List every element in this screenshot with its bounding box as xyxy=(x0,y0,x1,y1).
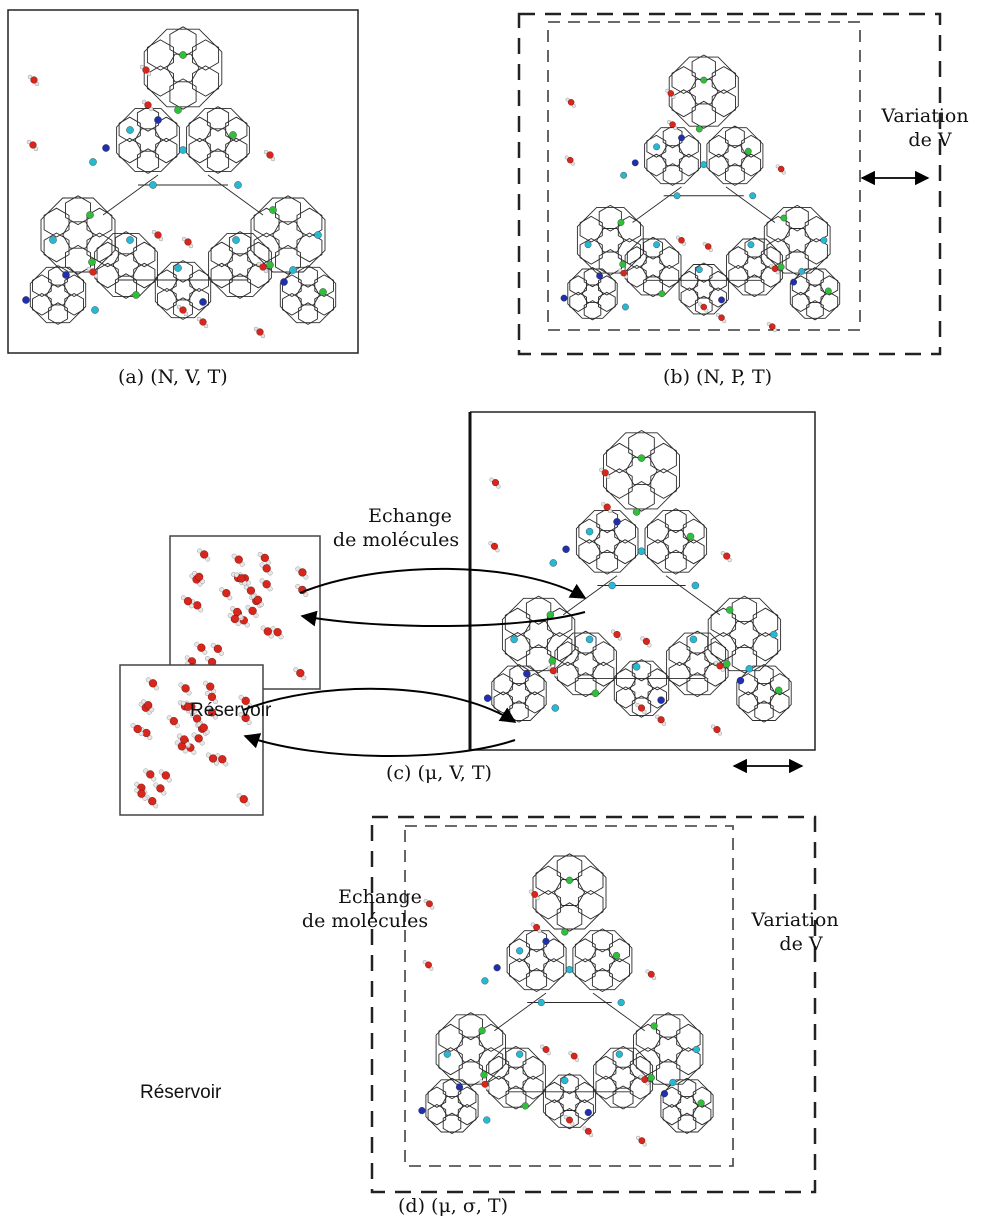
zeolite-structure-d xyxy=(418,853,714,1147)
exchange-arrow-to-zeolite-d xyxy=(242,687,517,723)
inner-volume-box-b xyxy=(547,21,861,331)
reservoir-label-c: Réservoir xyxy=(190,700,272,721)
zeolite-structure-a xyxy=(22,26,337,339)
panel-a xyxy=(7,9,359,354)
exchange-label-line2-d: de molécules xyxy=(301,910,429,932)
exchange-label-c: Echange de molécules xyxy=(322,504,470,552)
exchange-arrow-to-reservoir-c xyxy=(300,610,586,628)
caption-c: (c) (μ, V, T) xyxy=(386,762,492,784)
simulation-box-a xyxy=(7,9,359,354)
panel-b xyxy=(517,12,942,356)
caption-a: (a) (N, V, T) xyxy=(118,366,228,388)
panel-c xyxy=(169,411,816,751)
zeolite-structure-c xyxy=(483,429,792,736)
outer-volume-box-d xyxy=(370,815,817,1194)
caption-b: (b) (N, P, T) xyxy=(663,366,773,388)
volume-label-line1-d: Variation xyxy=(751,909,839,931)
volume-variation-label-d: Variation de V xyxy=(740,908,850,956)
inner-volume-box-d xyxy=(404,825,734,1167)
zeolite-structure-b xyxy=(560,54,841,333)
volume-label-line2-b: de V xyxy=(908,129,952,151)
exchange-label-line1-d: Echange xyxy=(338,886,422,908)
exchange-label-line1-c: Echange xyxy=(368,505,452,527)
outer-volume-box-b xyxy=(517,12,942,356)
caption-d: (d) (μ, σ, T) xyxy=(398,1195,509,1217)
panel-d xyxy=(119,664,817,1194)
exchange-arrow-to-zeolite-c xyxy=(299,567,587,599)
exchange-label-d: Echange de molécules xyxy=(290,885,440,933)
volume-label-line1-b: Variation xyxy=(881,105,969,127)
volume-label-line2-d: de V xyxy=(779,933,823,955)
simulation-box-c xyxy=(470,411,816,751)
reservoir-label-d: Réservoir xyxy=(140,1082,222,1103)
exchange-label-line2-c: de molécules xyxy=(332,529,460,551)
exchange-arrow-to-reservoir-d xyxy=(243,733,516,758)
volume-variation-label-b: Variation de V xyxy=(870,104,980,152)
reservoir-molecules-d xyxy=(130,677,252,809)
